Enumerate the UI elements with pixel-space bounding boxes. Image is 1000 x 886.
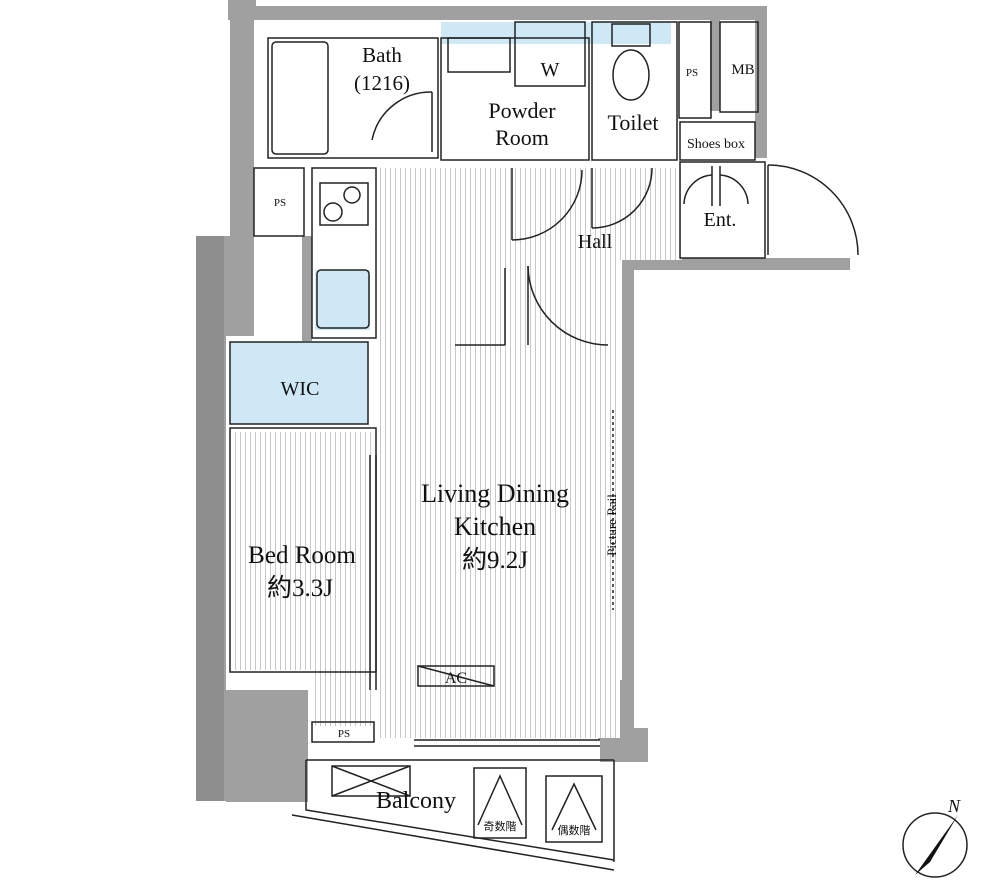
shoes-box-label: Shoes box xyxy=(687,137,745,152)
bedroom-floor xyxy=(232,432,374,670)
ldk-label-1: Living Dining xyxy=(421,479,569,508)
ps-top-label: PS xyxy=(686,67,698,79)
washer-label: W xyxy=(541,59,560,81)
bedroom-size: 約3.3J xyxy=(267,574,333,602)
toilet-label: Toilet xyxy=(607,110,658,135)
wic-label: WIC xyxy=(281,378,320,400)
ac-label: AC xyxy=(445,670,467,687)
ldk-floor xyxy=(376,168,620,738)
entrance-label: Ent. xyxy=(704,209,737,231)
bedroom-label: Bed Room xyxy=(248,542,356,569)
ldk-size: 約9.2J xyxy=(462,546,528,574)
interior-walls xyxy=(229,21,859,747)
compass-circle xyxy=(902,812,968,878)
compass-north: N xyxy=(947,796,961,816)
bedroom-floor-lower xyxy=(312,670,374,726)
left-wall-shadow xyxy=(196,236,224,801)
compass: N xyxy=(902,796,968,878)
bath-label: Bath xyxy=(362,43,402,67)
picture-rail-label: Picture Rail xyxy=(604,494,619,556)
balcony xyxy=(291,759,615,871)
hall-label: Hall xyxy=(578,231,613,253)
balcony-label: Balcony xyxy=(376,788,456,814)
room-labels: Bath (1216) W Powder Room Toilet PS MB S… xyxy=(248,43,755,837)
compass-arrow-icon xyxy=(915,815,958,875)
powder-room-label-1: Powder xyxy=(488,98,556,123)
odd-floor-label: 奇数階 xyxy=(484,819,517,833)
powder-room-label-2: Room xyxy=(495,125,549,150)
bath-size: (1216) xyxy=(354,71,410,95)
ps-left-label: PS xyxy=(274,197,286,209)
mb-label: MB xyxy=(731,62,754,78)
ps-bottom-label: PS xyxy=(338,728,350,740)
ldk-label-2: Kitchen xyxy=(454,512,536,541)
even-floor-label: 偶数階 xyxy=(558,823,591,837)
hall-floor xyxy=(512,168,682,260)
